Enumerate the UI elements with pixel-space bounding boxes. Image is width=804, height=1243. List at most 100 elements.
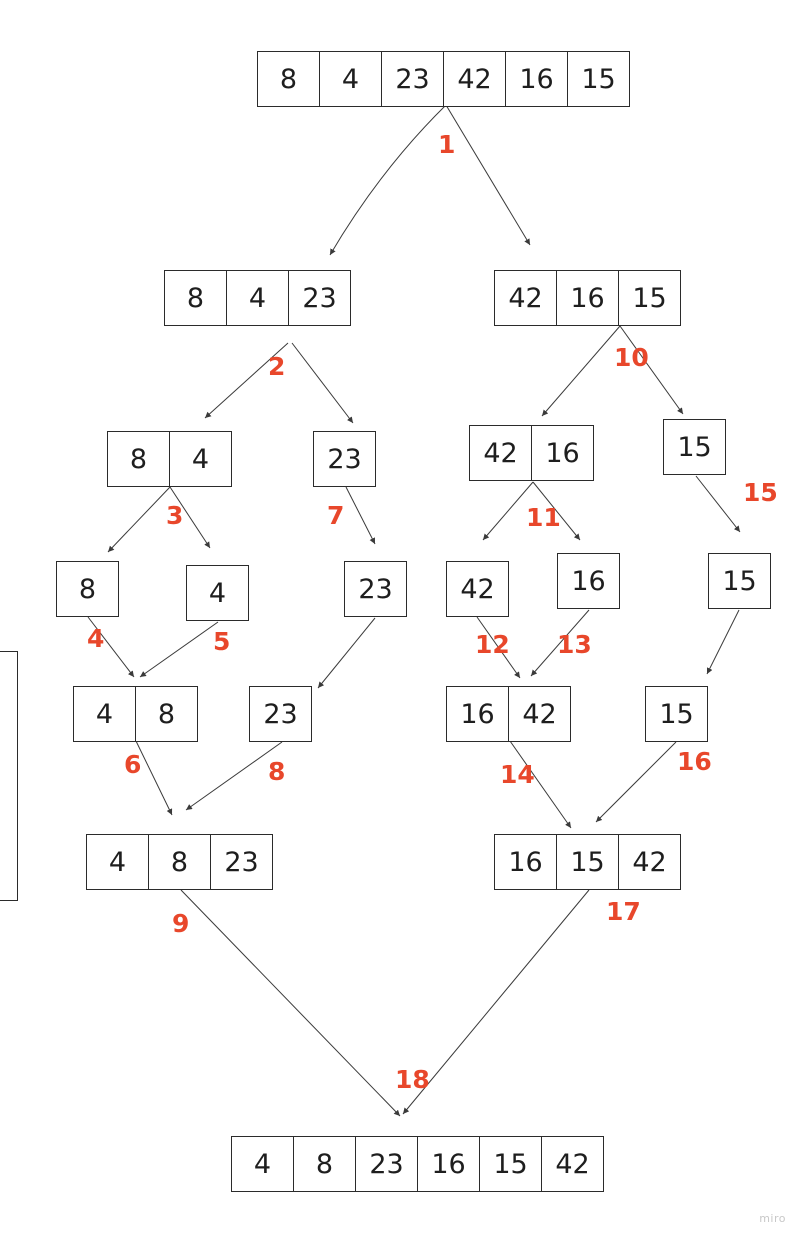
step-label-12: 12: [475, 630, 510, 659]
arrow-8-down: [317, 617, 376, 689]
step-label-7: 7: [327, 501, 345, 530]
array-cell: 15: [663, 419, 726, 475]
array-cell: 42: [508, 686, 571, 742]
arrow-17: [402, 889, 590, 1115]
array-cell: 4: [231, 1136, 294, 1192]
array-cell: 4: [169, 431, 232, 487]
miro-watermark: miro: [759, 1212, 786, 1225]
arrow-split-3-left: [107, 486, 171, 553]
arrow-split-11-right: [532, 481, 581, 541]
array-cell: 42: [618, 834, 681, 890]
array-cell: 16: [557, 553, 620, 609]
step-label-2: 2: [268, 352, 286, 381]
step-label-17: 17: [606, 897, 641, 926]
array-cell: 8: [164, 270, 227, 326]
array-cell: 15: [618, 270, 681, 326]
step-label-6: 6: [124, 750, 142, 779]
array-cell: 16: [556, 270, 619, 326]
arrow-14: [509, 740, 572, 829]
arrow-7: [345, 486, 376, 545]
step-label-13: 13: [557, 630, 592, 659]
array-cell: 8: [56, 561, 119, 617]
step-label-11: 11: [526, 503, 561, 532]
array-cell: 15: [645, 686, 708, 742]
arrow-split-2-left: [204, 342, 289, 419]
side-frame: [0, 651, 18, 901]
arrow-15-down: [706, 609, 740, 675]
array-cell: 15: [556, 834, 619, 890]
arrow-split-11-left: [482, 481, 534, 541]
array-right-single: 15: [663, 419, 726, 475]
arrow-8: [185, 741, 283, 811]
arrow-split-2-right: [291, 342, 354, 424]
array-cell: 16: [505, 51, 568, 107]
array-cell: 16: [417, 1136, 480, 1192]
array-merged-15: 15: [645, 686, 708, 742]
step-label-9: 9: [172, 909, 190, 938]
array-cell: 23: [288, 270, 351, 326]
array-cell: 23: [249, 686, 312, 742]
array-leaf-42: 42: [446, 561, 509, 617]
step-label-16: 16: [677, 747, 712, 776]
array-cell: 23: [381, 51, 444, 107]
array-cell: 15: [479, 1136, 542, 1192]
arrow-15: [695, 475, 741, 533]
array-leaf-15: 15: [708, 553, 771, 609]
arrow-split-1-left: [329, 104, 447, 256]
array-cell: 8: [135, 686, 198, 742]
array-cell: 42: [446, 561, 509, 617]
step-label-5: 5: [213, 627, 231, 656]
array-cell: 42: [469, 425, 532, 481]
arrow-6: [135, 740, 173, 816]
arrow-split-1-right: [445, 104, 531, 246]
array-cell: 4: [186, 565, 249, 621]
step-label-18: 18: [395, 1065, 430, 1094]
arrow-12: [476, 616, 521, 679]
array-leaf-4: 4: [186, 565, 249, 621]
array-cell: 16: [446, 686, 509, 742]
array-cell: 4: [86, 834, 149, 890]
array-merged-23: 23: [249, 686, 312, 742]
step-label-4: 4: [87, 624, 105, 653]
array-left-single: 23: [313, 431, 376, 487]
array-cell: 8: [107, 431, 170, 487]
array-cell: 8: [148, 834, 211, 890]
array-cell: 23: [313, 431, 376, 487]
array-cell: 15: [567, 51, 630, 107]
array-leaf-23: 23: [344, 561, 407, 617]
array-leaf-16: 16: [557, 553, 620, 609]
arrow-13: [530, 609, 590, 677]
array-cell: 23: [355, 1136, 418, 1192]
arrow-split-3-right: [169, 486, 211, 549]
arrow-4: [87, 616, 135, 678]
step-label-14: 14: [500, 760, 535, 789]
arrow-9: [180, 889, 401, 1117]
arrow-16: [595, 741, 677, 823]
step-label-15: 15: [743, 478, 778, 507]
step-label-3: 3: [166, 501, 184, 530]
step-label-1: 1: [438, 130, 456, 159]
array-cell: 8: [293, 1136, 356, 1192]
step-label-8: 8: [268, 757, 286, 786]
array-cell: 4: [73, 686, 136, 742]
array-cell: 4: [319, 51, 382, 107]
array-cell: 16: [494, 834, 557, 890]
array-cell: 16: [531, 425, 594, 481]
array-cell: 23: [210, 834, 273, 890]
arrow-split-10-left: [541, 325, 621, 417]
array-cell: 4: [226, 270, 289, 326]
array-cell: 15: [708, 553, 771, 609]
array-cell: 42: [541, 1136, 604, 1192]
